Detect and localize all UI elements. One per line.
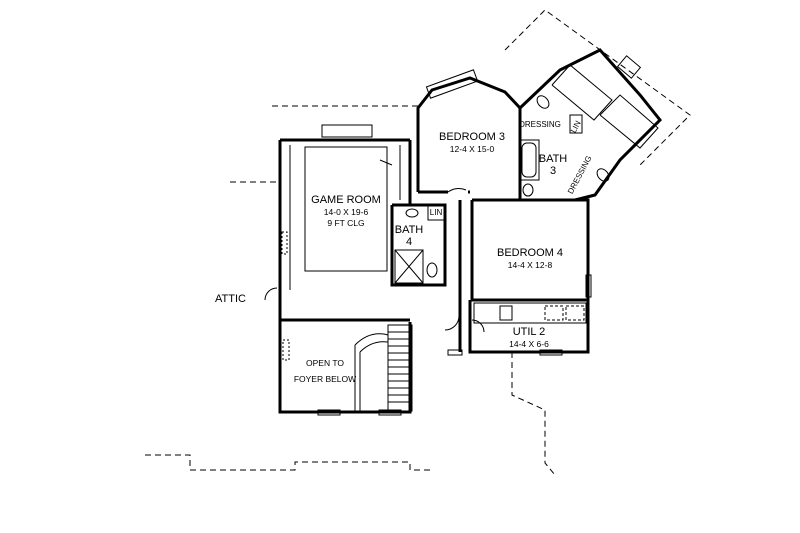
bedroom3-name: BEDROOM 3 bbox=[439, 131, 505, 143]
open-to-line2: FOYER BELOW bbox=[294, 374, 356, 384]
open-to-line1: OPEN TO bbox=[306, 358, 344, 368]
lin-a-label: LIN bbox=[430, 208, 443, 217]
lin-b-label: LIN bbox=[569, 119, 583, 134]
room-labels: GAME ROOM 14-0 X 19-6 9 FT CLG BEDROOM 3… bbox=[215, 119, 594, 384]
game-room-note: 9 FT CLG bbox=[327, 218, 364, 228]
bath3-num: 3 bbox=[550, 165, 556, 177]
game-room-dims: 14-0 X 19-6 bbox=[324, 207, 369, 217]
attic-label: ATTIC bbox=[215, 293, 246, 305]
wing-closets bbox=[536, 55, 659, 182]
bath4-name: BATH bbox=[395, 224, 424, 236]
stairs bbox=[354, 324, 413, 412]
bedroom4-name: BEDROOM 4 bbox=[497, 247, 563, 259]
dressing-b-label: DRESSING bbox=[566, 154, 594, 195]
util2-name: UTIL 2 bbox=[513, 326, 546, 338]
bedroom3-dims: 12-4 X 15-0 bbox=[450, 144, 495, 154]
game-room-name: GAME ROOM bbox=[311, 194, 381, 206]
interior-lines bbox=[264, 55, 659, 416]
util2-dims: 14-4 X 6-6 bbox=[509, 339, 549, 349]
bedroom4-dims: 14-4 X 12-8 bbox=[508, 260, 553, 270]
dressing-a-label: DRESSING bbox=[519, 120, 561, 129]
bath4-num: 4 bbox=[406, 236, 412, 248]
bath3-name: BATH bbox=[539, 153, 568, 165]
roof-outline-dashed bbox=[145, 9, 691, 476]
